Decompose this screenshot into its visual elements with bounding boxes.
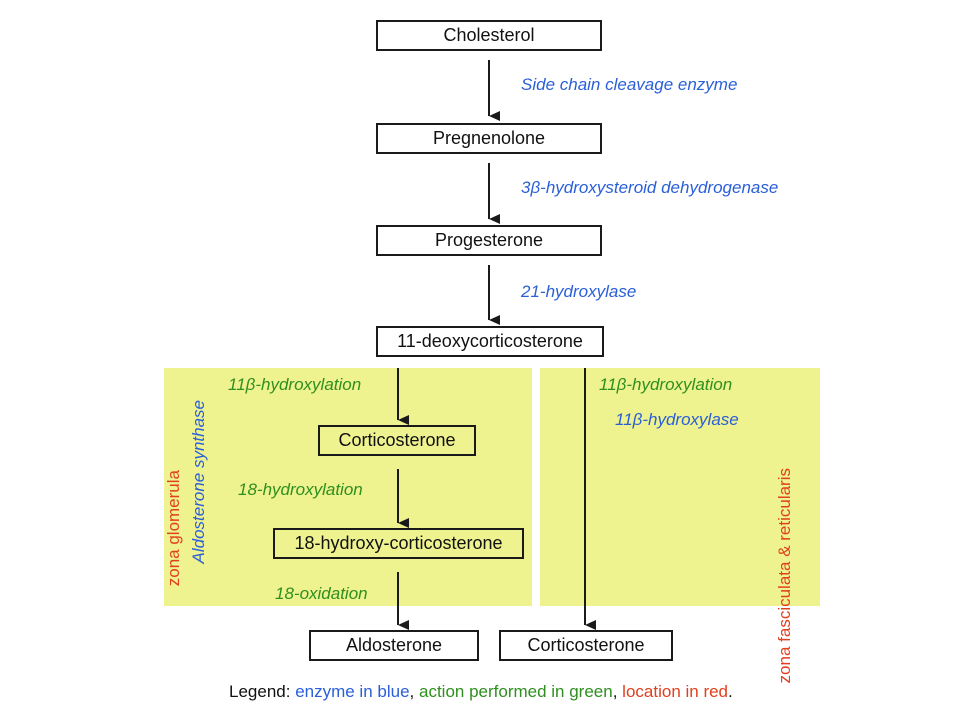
enzyme-aldosterone-synthase: Aldosterone synthase xyxy=(189,400,208,564)
node-aldosterone: Aldosterone xyxy=(309,630,479,661)
node-18-hydroxy-corticosterone: 18-hydroxy-corticosterone xyxy=(273,528,524,559)
node-pregnenolone: Pregnenolone xyxy=(376,123,602,154)
enzyme-11b-hydroxylase: 11β-hydroxylase xyxy=(615,410,739,429)
legend-enzyme: enzyme in blue xyxy=(295,682,410,701)
node-progesterone: Progesterone xyxy=(376,225,602,256)
action-18-oxidation: 18-oxidation xyxy=(275,584,368,603)
location-zona-fasciculata-reticularis: zona fasciculata & reticularis xyxy=(775,468,794,684)
legend-prefix: Legend: xyxy=(229,682,296,701)
legend-suffix: . xyxy=(728,682,733,701)
action-fasciculata-11b-hydroxylation: 11β-hydroxylation xyxy=(599,375,733,394)
legend-action: action performed in green xyxy=(418,682,613,701)
node-cholesterol: Cholesterol xyxy=(376,20,602,51)
action-18-hydroxylation: 18-hydroxylation xyxy=(238,480,363,499)
node-corticosterone-final: Corticosterone xyxy=(499,630,673,661)
location-zona-glomerula: zona glomerula xyxy=(164,470,183,587)
legend-separator-1: , xyxy=(409,682,419,701)
legend-separator-2: , xyxy=(612,682,623,701)
zona-fasciculata-region xyxy=(540,368,820,606)
legend-location: location in red xyxy=(622,682,729,701)
node-11-deoxycorticosterone: 11-deoxycorticosterone xyxy=(376,326,604,357)
node-corticosterone-glomerula: Corticosterone xyxy=(318,425,476,456)
enzyme-3b-hsd: 3β-hydroxysteroid dehydrogenase xyxy=(521,178,779,197)
legend: Legend: enzyme in blue, action performed… xyxy=(229,682,733,702)
zona-glomerula-region xyxy=(164,368,532,606)
enzyme-21-hydroxylase: 21-hydroxylase xyxy=(521,282,637,301)
action-glomerula-11b-hydroxylation: 11β-hydroxylation xyxy=(228,375,362,394)
enzyme-side-chain-cleavage: Side chain cleavage enzyme xyxy=(521,75,738,94)
